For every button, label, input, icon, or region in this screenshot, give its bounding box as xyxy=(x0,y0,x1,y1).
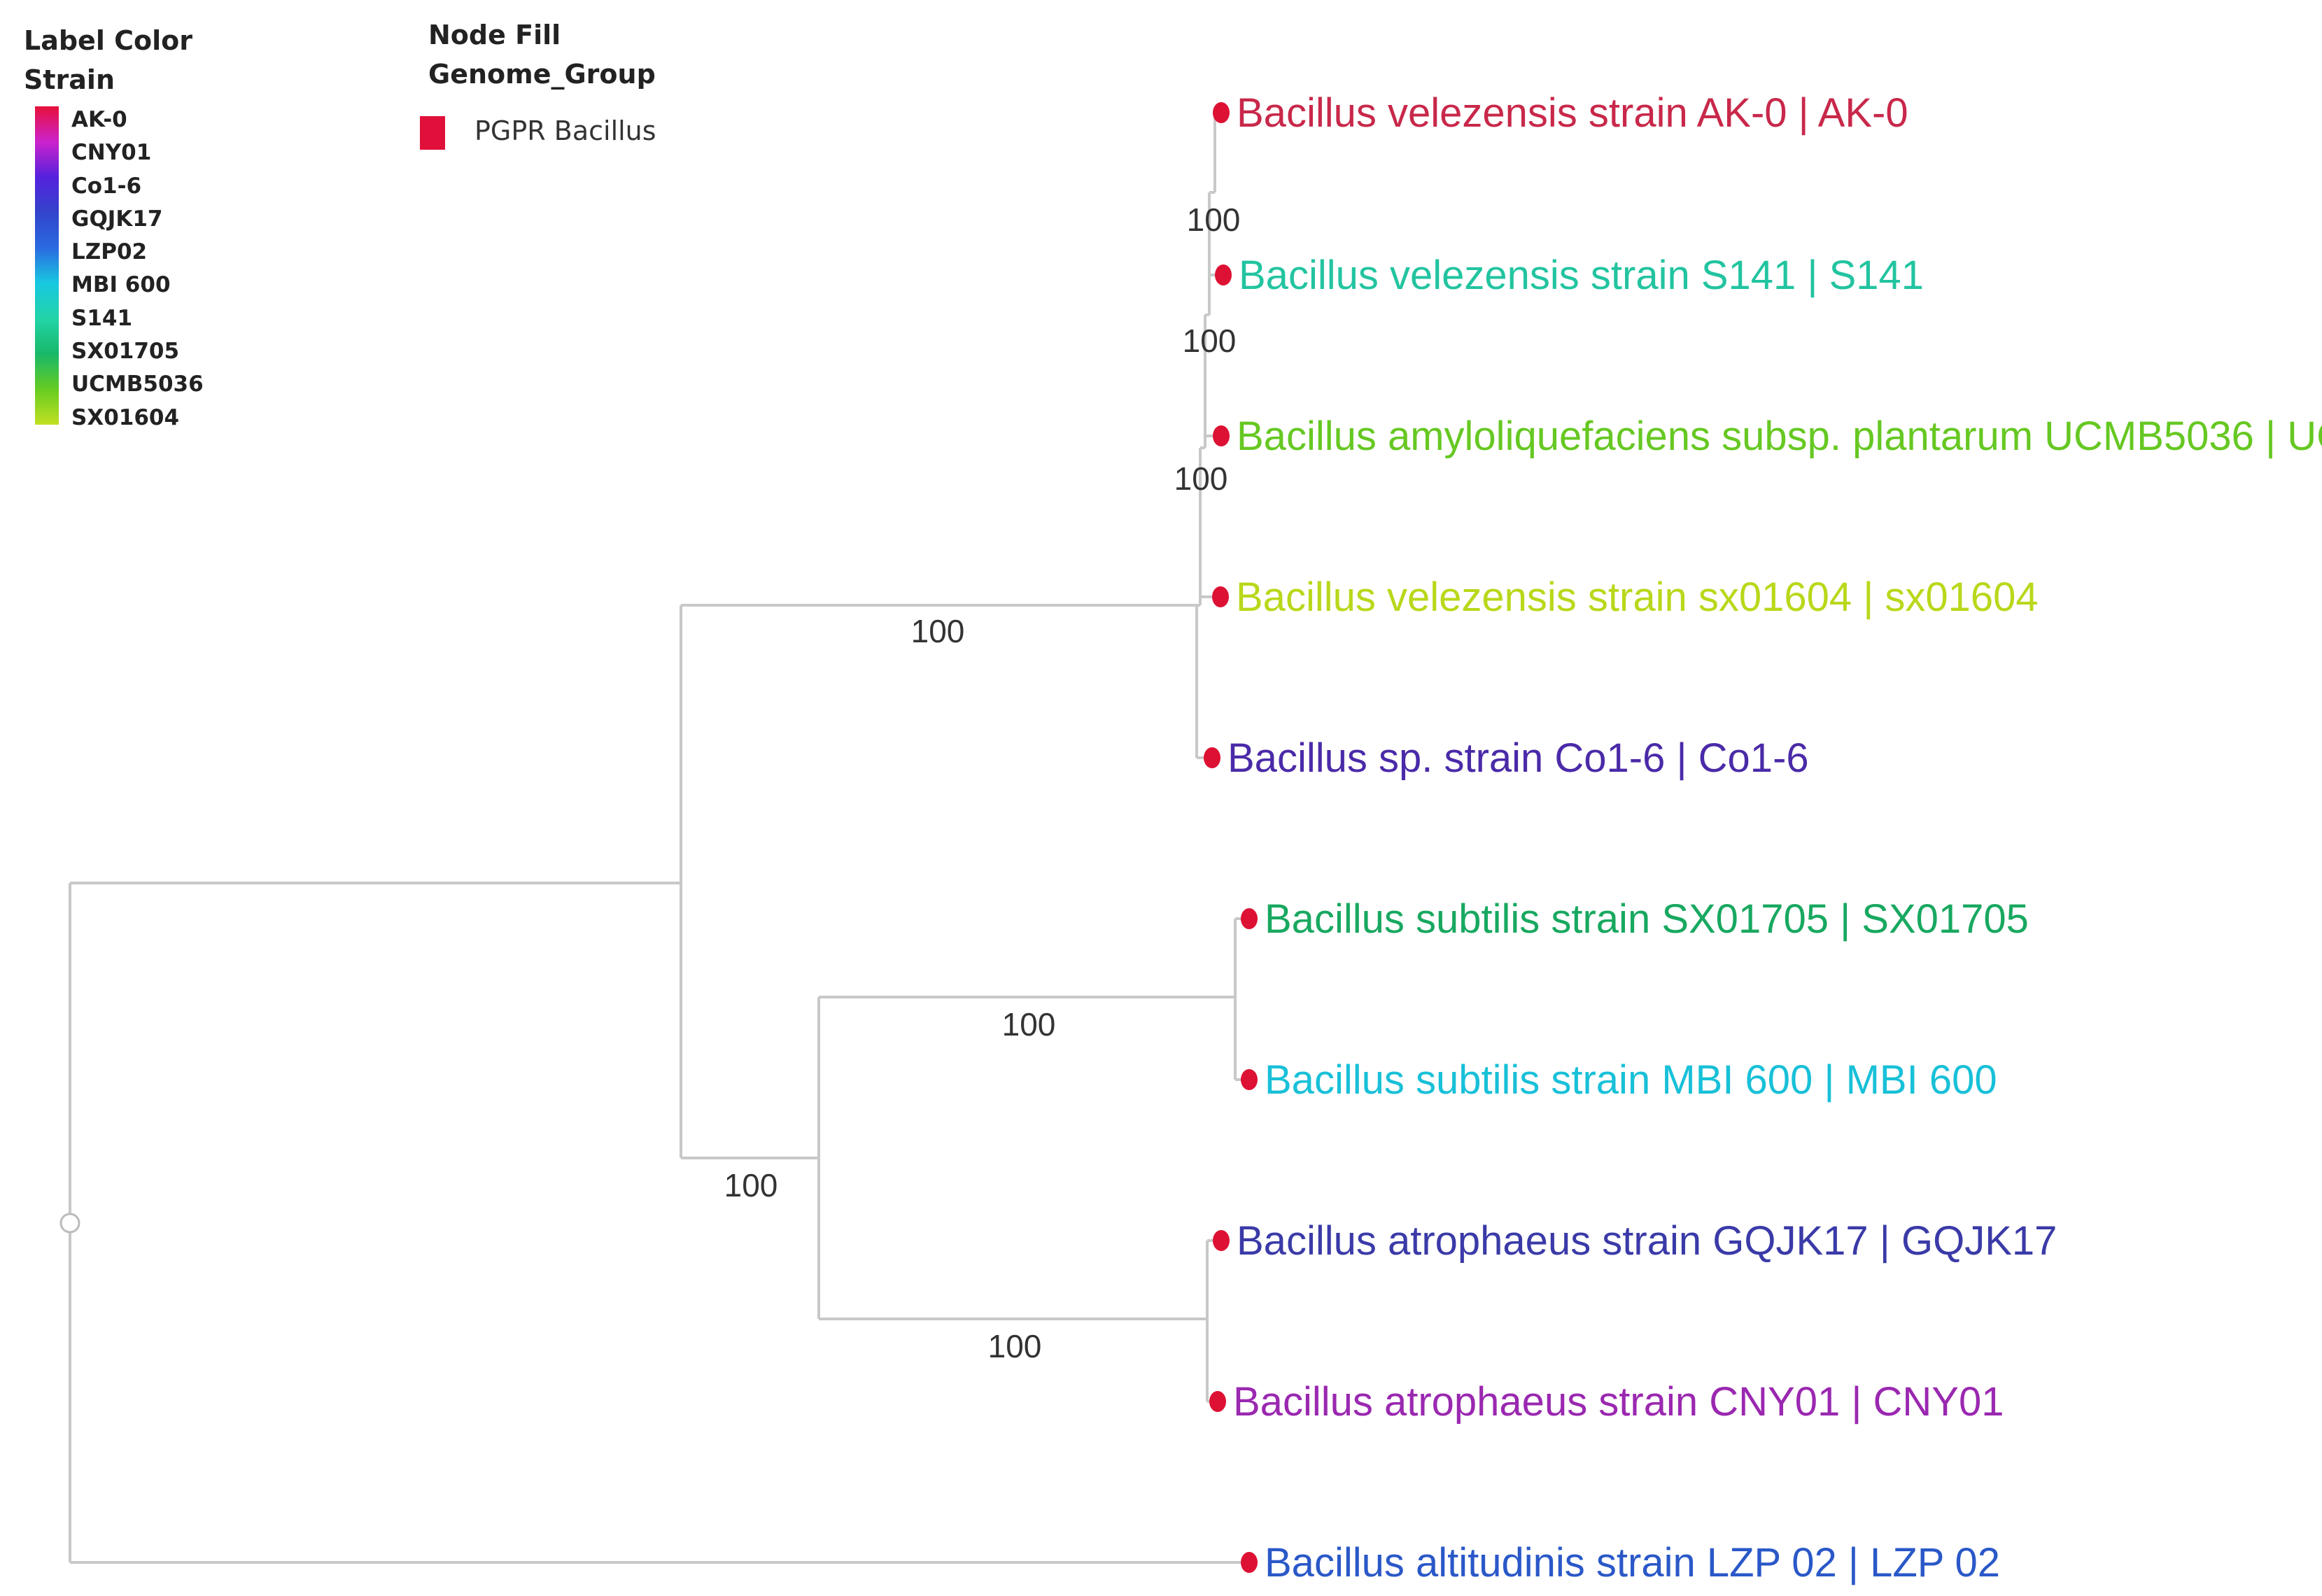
bootstrap-value: 100 xyxy=(988,1328,1042,1364)
pgpr-bacillus-swatch xyxy=(420,116,445,150)
node-fill-title: Node Fill xyxy=(428,20,561,50)
tip-node xyxy=(1209,1391,1226,1412)
tree-tips: Bacillus velezensis strain AK-0 | AK-0Ba… xyxy=(1204,90,2322,1586)
bootstrap-value: 100 xyxy=(1183,323,1237,359)
tip-label: Bacillus amyloliquefaciens subsp. planta… xyxy=(1237,414,2322,459)
tip-node xyxy=(1213,1230,1230,1251)
tip-node xyxy=(1241,1069,1258,1090)
tip-label: Bacillus altitudinis strain LZP 02 | LZP… xyxy=(1265,1540,2000,1586)
tip-node xyxy=(1215,264,1232,285)
tip-node xyxy=(1213,102,1230,123)
legend-item-s141: S141 xyxy=(71,305,133,331)
tip-label: Bacillus subtilis strain SX01705 | SX017… xyxy=(1265,896,2029,942)
legend-item-sx01604: SX01604 xyxy=(71,404,180,430)
tip-label: Bacillus velezensis strain AK-0 | AK-0 xyxy=(1237,90,1908,136)
root-node-marker xyxy=(59,1213,80,1234)
bootstrap-value: 100 xyxy=(1174,460,1228,497)
strain-legend-list: AK-0 CNY01 Co1-6 GQJK17 LZP02 MBI 600 S1… xyxy=(71,104,204,435)
tree-branches xyxy=(59,111,1249,1564)
tip-label: Bacillus subtilis strain MBI 600 | MBI 6… xyxy=(1265,1057,1997,1103)
strain-subtitle: Strain xyxy=(24,64,115,95)
tip-label: Bacillus velezensis strain sx01604 | sx0… xyxy=(1236,574,2039,620)
tip-label: Bacillus atrophaeus strain GQJK17 | GQJK… xyxy=(1237,1218,2057,1264)
tip-node xyxy=(1241,1552,1258,1573)
legend-item-co1-6: Co1-6 xyxy=(71,173,142,199)
tip-node xyxy=(1204,747,1220,768)
legend-item-sx01705: SX01705 xyxy=(71,339,180,365)
legend-item-ak0: AK-0 xyxy=(71,107,127,132)
pgpr-bacillus-label: PGPR Bacillus xyxy=(474,115,656,146)
bootstrap-value: 100 xyxy=(1187,202,1241,238)
node-fill-legend-title: Node Fill Genome_Group xyxy=(428,15,656,94)
legend-item-gqjk17: GQJK17 xyxy=(71,206,163,232)
legend-item-lzp02: LZP02 xyxy=(71,239,148,265)
tip-node xyxy=(1212,586,1229,607)
label-color-legend-title: Label Color Strain xyxy=(24,21,192,99)
bootstrap-value: 100 xyxy=(911,613,965,649)
genome-group-subtitle: Genome_Group xyxy=(428,59,656,90)
bootstrap-value: 100 xyxy=(1002,1006,1056,1043)
tip-label: Bacillus atrophaeus strain CNY01 | CNY01 xyxy=(1233,1379,2004,1425)
legend-item-mbi600: MBI 600 xyxy=(71,272,171,298)
tip-label: Bacillus velezensis strain S141 | S141 xyxy=(1239,253,1924,298)
tip-node xyxy=(1213,425,1230,446)
bootstrap-value: 100 xyxy=(724,1167,778,1203)
strain-color-gradient-bar xyxy=(35,106,59,425)
legend-item-ucmb5036: UCMB5036 xyxy=(71,372,204,397)
label-color-title: Label Color xyxy=(24,25,192,56)
bootstrap-labels: 100 100 100 100 100 100 100 xyxy=(724,202,1241,1364)
tip-node xyxy=(1241,908,1258,929)
tip-label: Bacillus sp. strain Co1-6 | Co1-6 xyxy=(1227,735,1809,781)
legend-item-cny01: CNY01 xyxy=(71,140,152,166)
